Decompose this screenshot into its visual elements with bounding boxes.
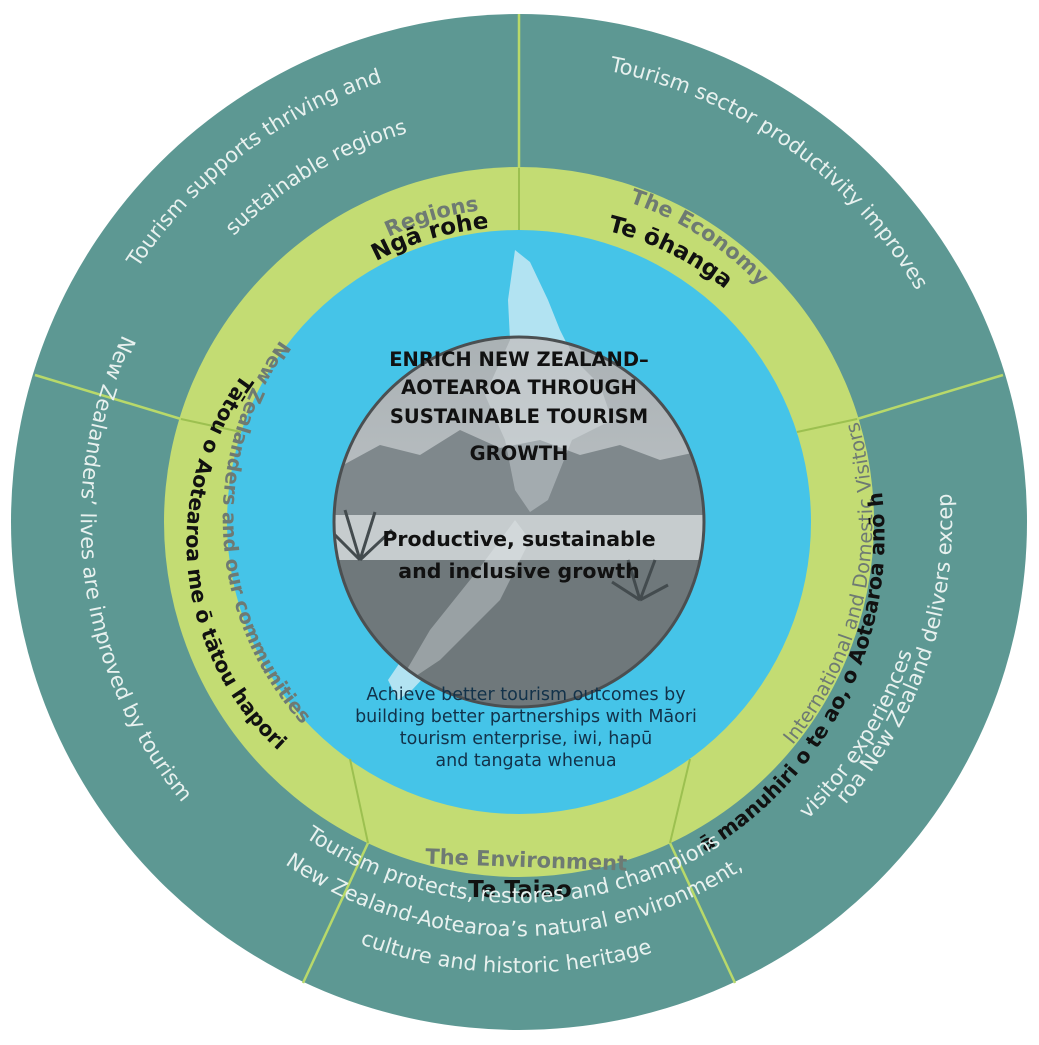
center-image — [334, 337, 704, 707]
partnership-line: and tangata whenua — [435, 751, 616, 771]
center-title-line: SUSTAINABLE TOURISM — [390, 405, 648, 428]
center-title-line: ENRICH NEW ZEALAND– — [389, 348, 649, 371]
environment-maori-label: Te Taiao — [468, 877, 572, 903]
segment-dividers — [34, 14, 1004, 984]
partnership-line: Achieve better tourism outcomes by — [366, 685, 685, 705]
center-border — [332, 335, 706, 709]
center-subtitle: Productive, sustainable and inclusive gr… — [382, 527, 655, 583]
segment-environment: The Environment Te Taiao — [425, 844, 628, 903]
inner-dividers — [180, 168, 858, 844]
partnership-statement: Achieve better tourism outcomes by build… — [355, 685, 697, 771]
center-title-line: AOTEAROA THROUGH — [401, 376, 637, 399]
partnership-line: tourism enterprise, iwi, hapū — [400, 729, 652, 749]
center-subtitle-line: Productive, sustainable — [382, 527, 655, 551]
center-title-line: GROWTH — [470, 442, 569, 465]
center-subtitle-line: and inclusive growth — [398, 559, 639, 583]
center-title: ENRICH NEW ZEALAND– AOTEAROA THROUGH SUS… — [389, 348, 649, 465]
partnership-line: building better partnerships with Māori — [355, 707, 697, 727]
